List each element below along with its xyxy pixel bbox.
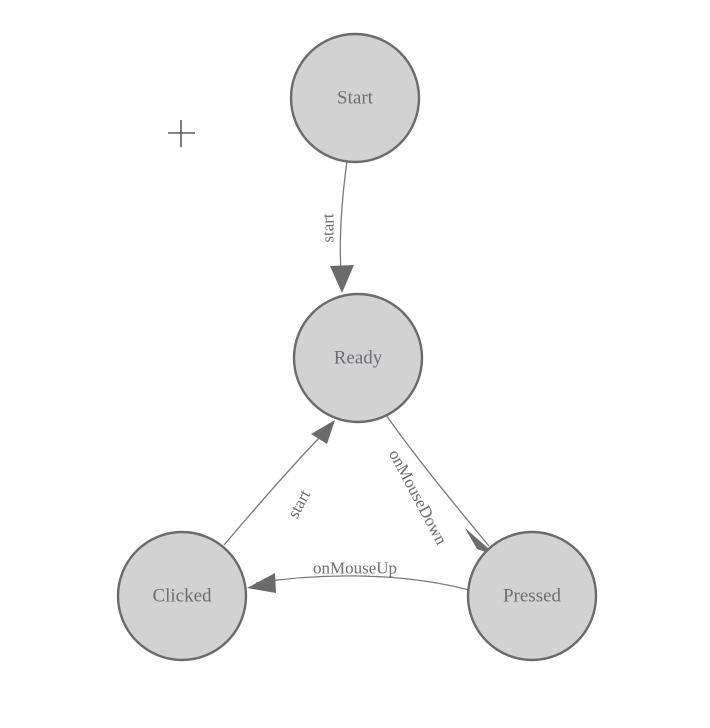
edge-label: start <box>284 486 315 521</box>
node-label: Pressed <box>503 586 562 607</box>
edge-start-to-ready[interactable]: start <box>319 160 355 293</box>
edge-path <box>255 575 470 591</box>
node-pressed[interactable]: Pressed <box>466 530 598 662</box>
node-label: Clicked <box>152 586 212 607</box>
edge-label: onMouseUp <box>313 559 397 578</box>
node-clicked[interactable]: Clicked <box>116 530 248 662</box>
edge-path <box>339 160 348 273</box>
node-ready[interactable]: Ready <box>292 292 424 424</box>
edge-label: onMouseDown <box>385 446 451 548</box>
node-circle[interactable] <box>466 530 598 662</box>
edge-pressed-to-clicked[interactable]: onMouseUp <box>247 559 470 594</box>
arrow-head-icon <box>330 265 354 293</box>
arrow-head-icon <box>311 420 335 444</box>
edge-ready-to-pressed[interactable]: onMouseDown <box>385 414 497 556</box>
plus-crosshair-icon <box>168 120 195 147</box>
edge-path <box>385 414 490 547</box>
node-label: Ready <box>334 348 383 369</box>
edge-path <box>223 436 321 546</box>
node-label: Start <box>337 88 374 109</box>
node-circle[interactable] <box>292 292 424 424</box>
edge-clicked-to-ready[interactable]: start <box>223 420 335 546</box>
node-start[interactable]: Start <box>289 32 421 164</box>
node-circle[interactable] <box>116 530 248 662</box>
node-circle[interactable] <box>289 32 421 164</box>
arrow-head-icon <box>247 573 276 593</box>
edge-label: start <box>319 213 338 243</box>
